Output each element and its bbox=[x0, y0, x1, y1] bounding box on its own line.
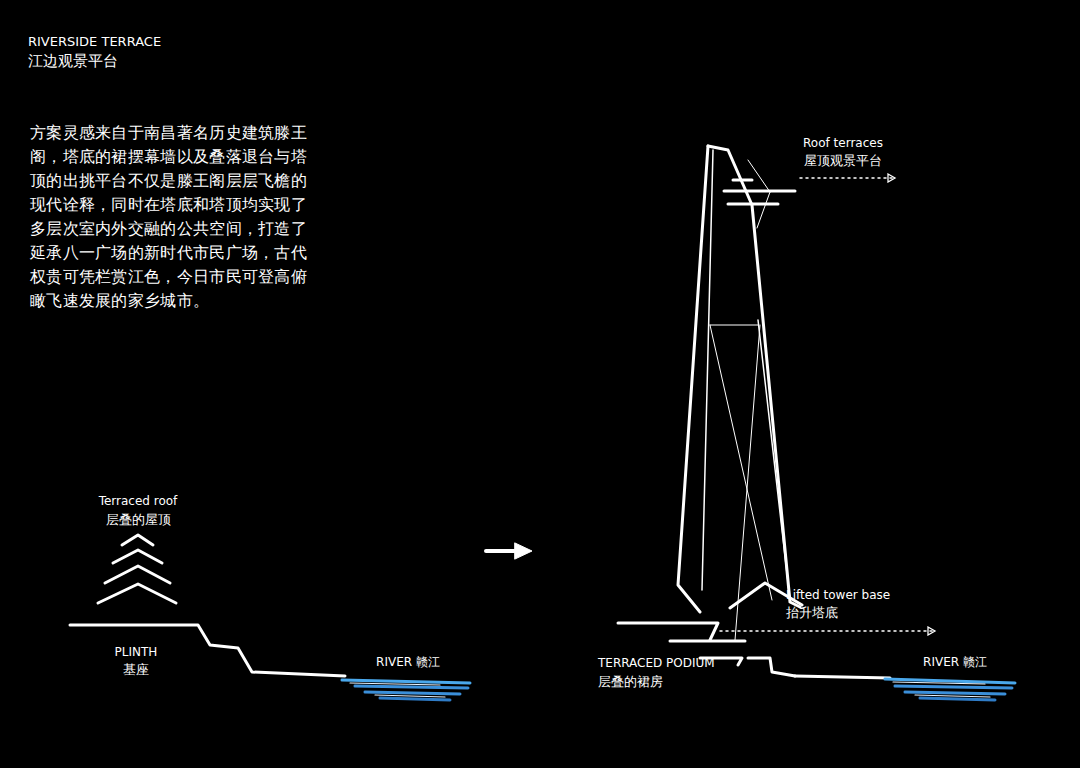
part-label: Terraced roof bbox=[99, 494, 178, 508]
part-label: 基座 bbox=[123, 662, 149, 678]
diagram-title: RIVERSIDE TERRACE bbox=[28, 34, 161, 50]
river-label: RIVER 赣江 bbox=[376, 655, 440, 669]
view-dotted-line bbox=[720, 630, 935, 632]
part-label: Roof terraces bbox=[803, 136, 883, 150]
part-label: Lifted tower base bbox=[786, 588, 890, 602]
view-dotted-line bbox=[800, 177, 895, 179]
river-highlights bbox=[350, 682, 990, 697]
part-label: TERRACED PODIUM bbox=[598, 656, 715, 670]
part-label: 层叠的屋顶 bbox=[106, 512, 171, 528]
plinth-line bbox=[70, 625, 345, 676]
title-chinese: 江边观景平台 bbox=[28, 52, 118, 70]
tower-outline bbox=[678, 146, 800, 612]
river-water bbox=[342, 679, 1015, 700]
part-label: 层叠的裙房 bbox=[598, 674, 663, 690]
part-label: 抬升塔底 bbox=[786, 605, 838, 621]
description-paragraph: 方案灵感来自于南昌著名历史建筑滕王阁，塔底的裙摆幕墙以及叠落退台与塔顶的出挑平台… bbox=[30, 121, 322, 313]
river-label: RIVER 赣江 bbox=[923, 655, 987, 669]
roof-terrace-slabs bbox=[724, 180, 795, 204]
part-label: 屋顶观景平台 bbox=[804, 153, 882, 169]
terraced-roof-chevrons bbox=[98, 535, 176, 603]
part-label: PLINTH bbox=[115, 645, 158, 659]
tower-inner-lines bbox=[710, 160, 772, 640]
